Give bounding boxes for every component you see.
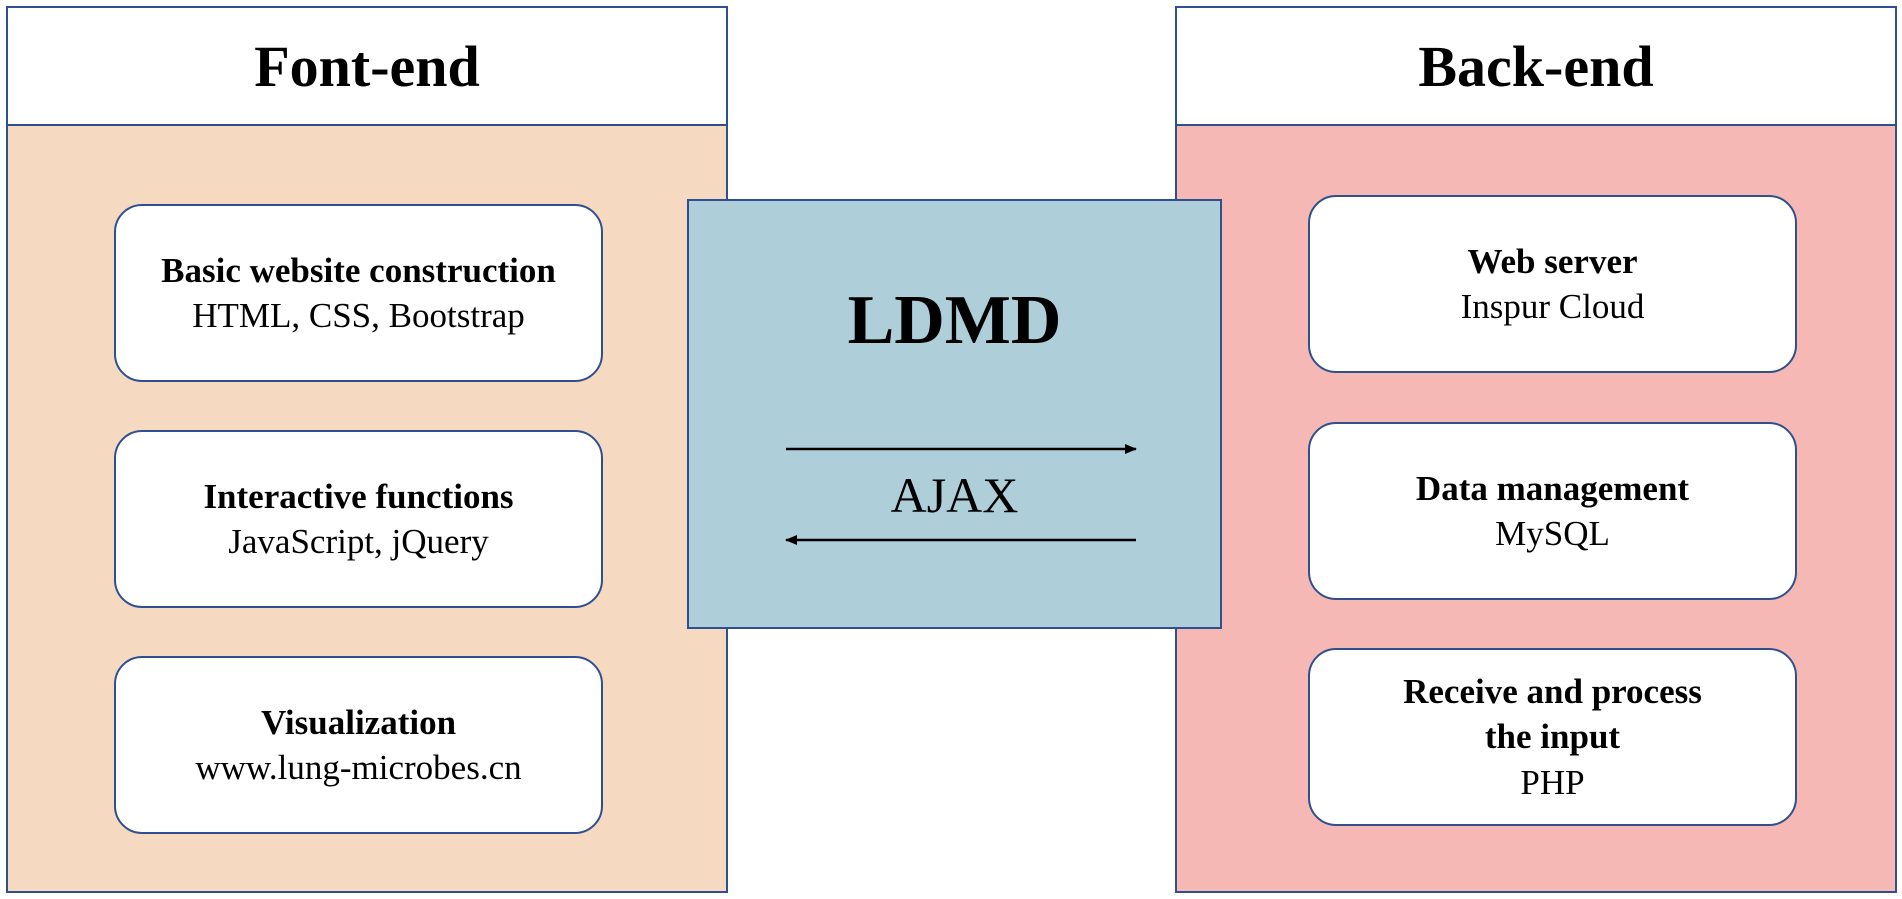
frontend-card-interactive-functions: Interactive functions JavaScript, jQuery — [114, 430, 603, 608]
frontend-title: Font-end — [8, 8, 726, 126]
card-subtitle: Inspur Cloud — [1460, 287, 1645, 326]
card-title: Receive and process — [1403, 671, 1702, 711]
card-subtitle: PHP — [1520, 762, 1585, 802]
ldmd-title: LDMD — [847, 282, 1062, 359]
ajax-label: AJAX — [890, 467, 1019, 523]
card-title: Data management — [1415, 468, 1690, 508]
card-subtitle: MySQL — [1495, 514, 1610, 553]
frontend-card-visualization: Visualization www.lung-microbes.cn — [114, 656, 603, 834]
backend-card-web-server: Web server Inspur Cloud — [1308, 195, 1797, 373]
card-title-line2: the input — [1484, 717, 1621, 757]
backend-card-data-management: Data management MySQL — [1308, 422, 1797, 600]
ajax-arrows — [785, 444, 1137, 545]
card-title: Basic website construction — [161, 250, 556, 290]
backend-body: Web server Inspur Cloud Data management … — [1177, 126, 1895, 891]
card-title: Web server — [1467, 241, 1638, 281]
backend-card-receive-process: Receive and process the input PHP — [1308, 648, 1797, 826]
frontend-card-basic-construction: Basic website construction HTML, CSS, Bo… — [114, 204, 603, 382]
card-subtitle: HTML, CSS, Bootstrap — [192, 296, 525, 335]
card-title: Visualization — [260, 702, 457, 742]
frontend-panel: Font-end Basic website construction HTML… — [6, 6, 728, 893]
frontend-body: Basic website construction HTML, CSS, Bo… — [8, 126, 726, 891]
card-title: Interactive functions — [203, 476, 514, 516]
card-subtitle: JavaScript, jQuery — [228, 522, 489, 561]
ldmd-center-box: LDMD AJAX — [687, 199, 1222, 629]
backend-title: Back-end — [1177, 8, 1895, 126]
card-subtitle: www.lung-microbes.cn — [195, 748, 522, 787]
backend-panel: Back-end Web server Inspur Cloud Data ma… — [1175, 6, 1897, 893]
